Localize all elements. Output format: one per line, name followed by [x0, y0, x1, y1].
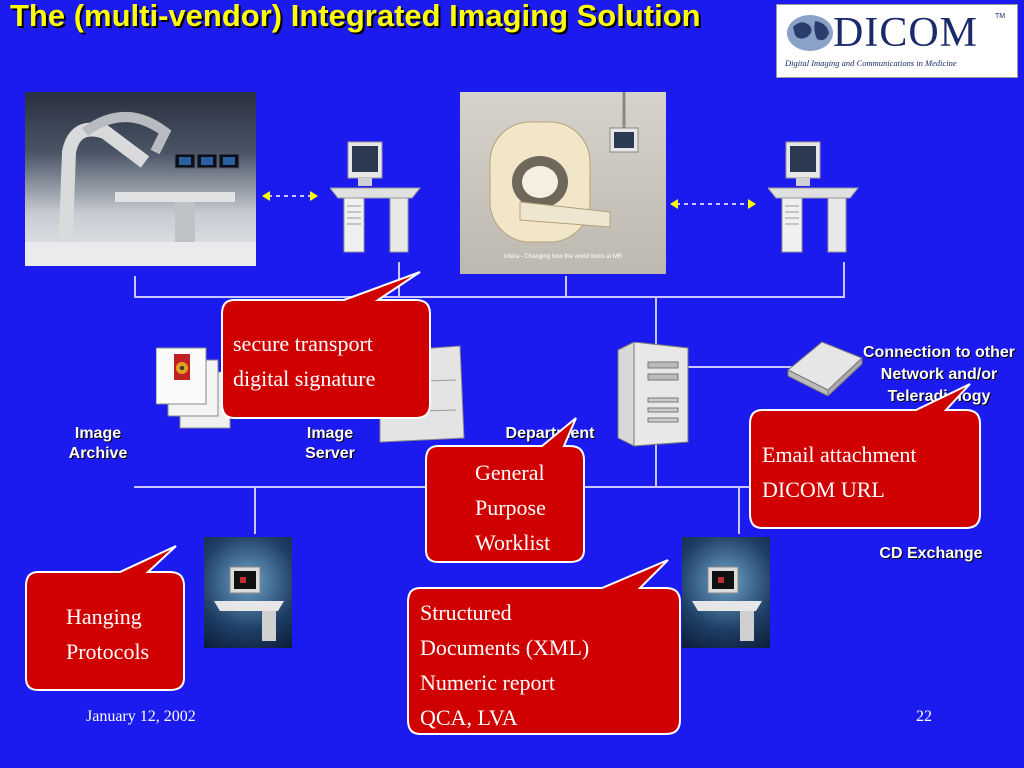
- viewing-station-photo: [682, 537, 770, 648]
- logo-tagline: Digital Imaging and Communications in Me…: [785, 58, 957, 68]
- image-archive-icon: [156, 347, 231, 429]
- callout-hanging-line: Hanging: [66, 604, 142, 629]
- drop-line-ws2: [843, 262, 845, 298]
- callout-structured-line: QCA, LVA: [420, 705, 518, 730]
- top-network-line: [134, 296, 844, 298]
- bidirectional-arrow-icon: [262, 191, 318, 201]
- connection-label: Connection to other Network and/or Teler…: [863, 344, 1015, 405]
- angiography-system-photo: [25, 92, 256, 266]
- callout-security-text: secure transport digital signature: [233, 326, 375, 396]
- globe-icon: [787, 15, 833, 51]
- callout-email-line: Email attachment: [762, 442, 917, 467]
- connection-link-line: [688, 366, 798, 368]
- callout-hanging-bubble: [25, 545, 185, 691]
- footer-page-number: 22: [916, 708, 932, 725]
- callout-worklist-line: Purpose: [475, 495, 546, 520]
- workstation-icon: [330, 141, 422, 253]
- image-archive-label: Image Archive: [68, 425, 128, 462]
- callout-hanging-text: Hanging Protocols: [66, 599, 149, 669]
- callout-email-bubble: [749, 383, 981, 529]
- callout-structured-text: Structured Documents (XML) Numeric repor…: [420, 595, 589, 735]
- callout-structured-line: Numeric report: [420, 670, 555, 695]
- drop-line-viewer1: [254, 488, 256, 534]
- viewing-station-photo: [204, 537, 292, 648]
- workstation-icon: [768, 141, 860, 253]
- callout-security-bubble: [221, 271, 431, 419]
- photo-caption: Intera - Changing how the world looks at…: [503, 254, 623, 260]
- image-server-label: Image Server: [305, 425, 355, 462]
- cd-exchange-label: CD Exchange: [879, 545, 983, 562]
- callout-security-line: digital signature: [233, 366, 376, 391]
- department-server-icon: [617, 342, 689, 447]
- callout-structured-line: Documents (XML): [420, 635, 590, 660]
- callout-worklist-text: General Purpose Worklist: [475, 455, 550, 560]
- network-device-icon: [787, 341, 863, 396]
- callout-worklist-line: Worklist: [475, 530, 551, 555]
- callout-structured-line: Structured: [420, 600, 512, 625]
- callout-security-line: secure transport: [233, 331, 373, 356]
- slide-title: The (multi-vendor) Integrated Imaging So…: [10, 0, 701, 33]
- dicom-logo: DICOM TM Digital Imaging and Communicati…: [776, 4, 1018, 78]
- bidirectional-arrow-icon: [670, 199, 756, 209]
- callout-structured-bubble: [407, 559, 681, 735]
- footer-date: January 12, 2002: [86, 708, 196, 725]
- mr-scanner-photo: Intera - Changing how the world looks at…: [460, 92, 666, 274]
- callout-worklist-line: General: [475, 460, 545, 485]
- drop-line-viewer2: [738, 488, 740, 534]
- callout-worklist-bubble: [425, 417, 585, 563]
- drop-line-mr: [565, 276, 567, 298]
- drop-line-angio: [134, 276, 136, 298]
- logo-wordmark: DICOM: [833, 10, 979, 56]
- callout-email-line: DICOM URL: [762, 477, 885, 502]
- callout-email-text: Email attachment DICOM URL: [762, 437, 917, 507]
- logo-trademark: TM: [995, 13, 1006, 20]
- callout-hanging-line: Protocols: [66, 639, 150, 664]
